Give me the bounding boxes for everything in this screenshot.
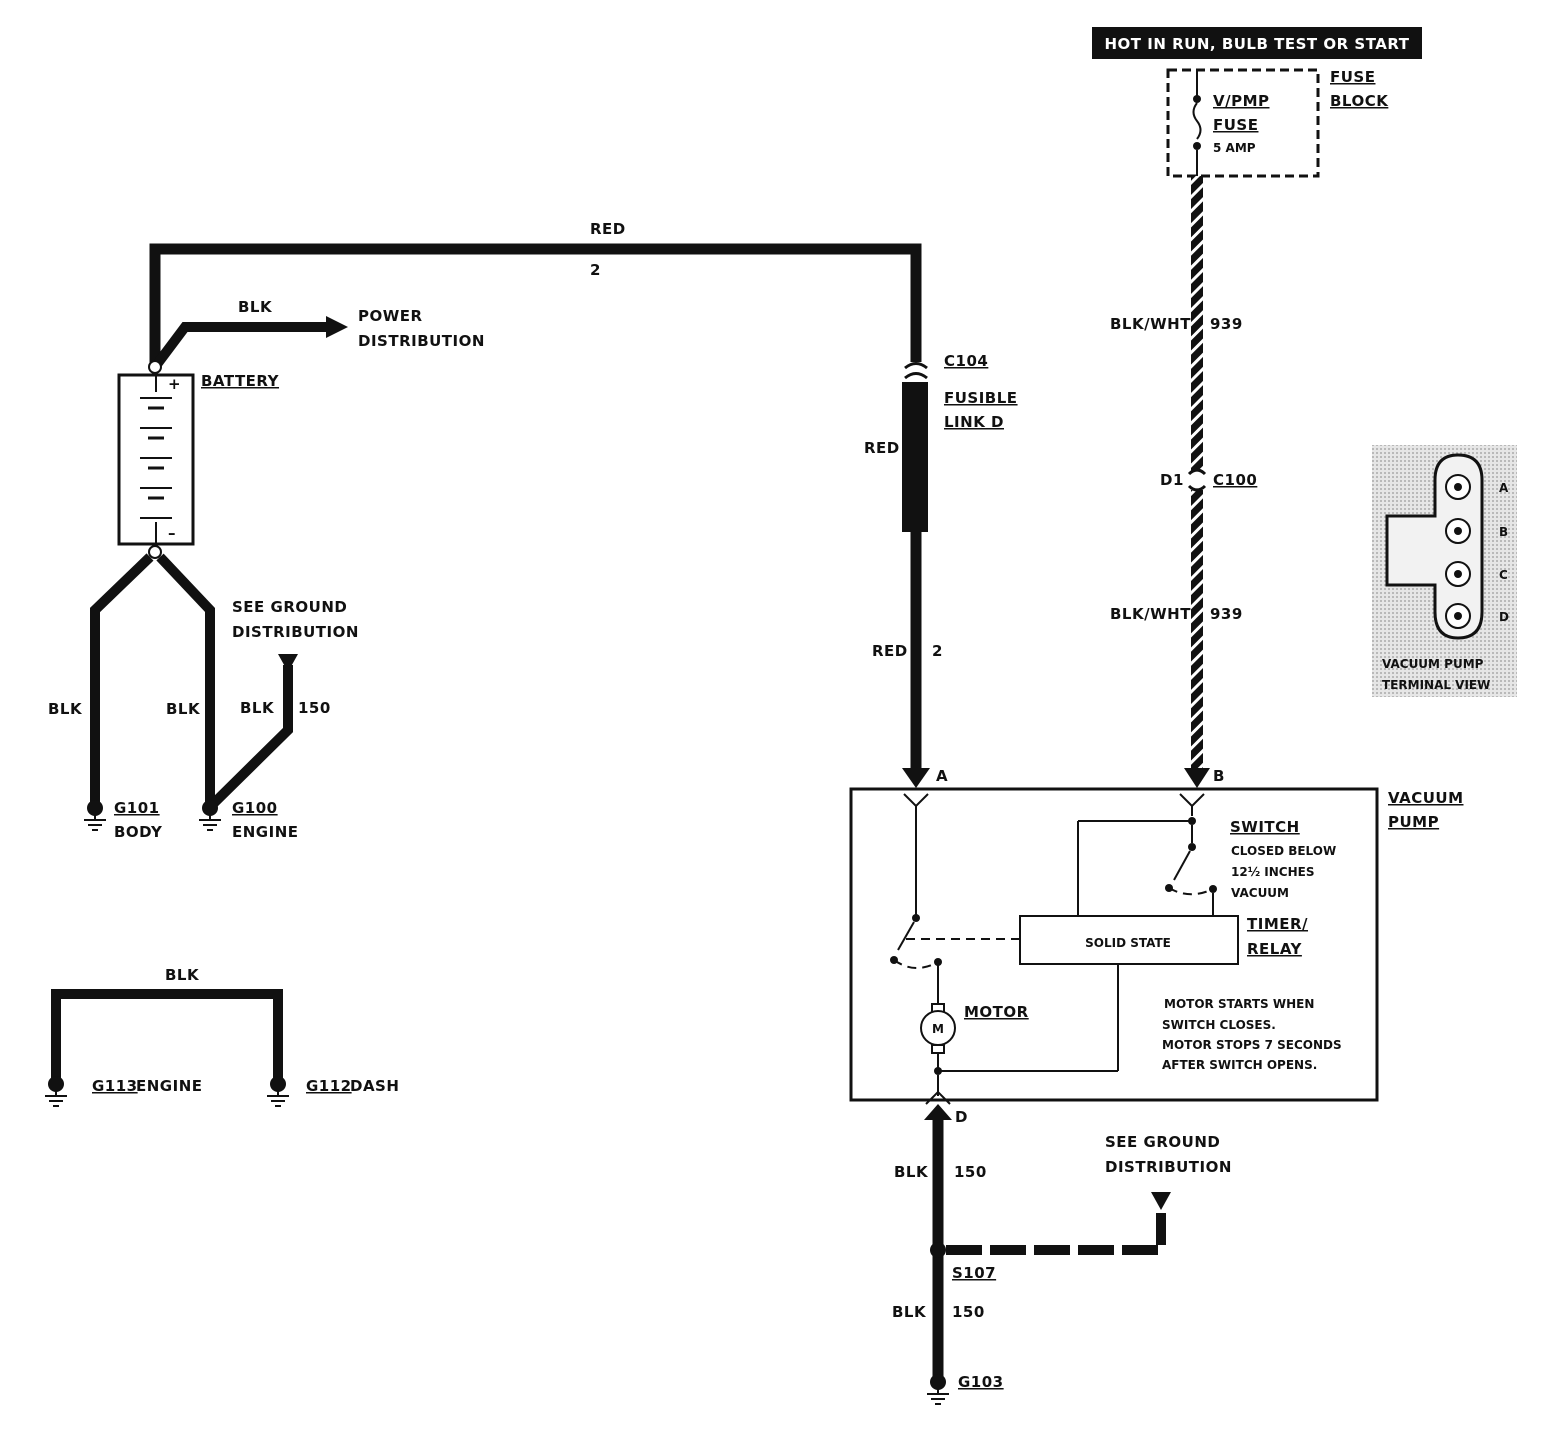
ground-wire2-color: BLK bbox=[166, 700, 201, 718]
motor-icon: M bbox=[920, 1003, 956, 1054]
ground-circuit-150 bbox=[924, 1104, 1171, 1405]
battery bbox=[117, 316, 348, 559]
fuse-block-label-line1: FUSE bbox=[1330, 68, 1375, 86]
ground-circuit-color-lower: BLK bbox=[892, 1303, 927, 1321]
solid-state-timer-box bbox=[1019, 915, 1239, 965]
ground-circuit-number-lower: 150 bbox=[952, 1303, 985, 1321]
fuse-name-line1: V/PMP bbox=[1213, 92, 1270, 110]
feed-wire-connector: C100 bbox=[1213, 471, 1257, 489]
battery-plus: + bbox=[168, 375, 181, 393]
ground-g103-icon bbox=[927, 1374, 949, 1405]
terminal-pin-b: B bbox=[1499, 525, 1508, 539]
ground-strap-color: BLK bbox=[165, 966, 200, 984]
terminal-pin-d: D bbox=[1499, 610, 1509, 624]
fusible-link-line1: FUSIBLE bbox=[944, 389, 1018, 407]
solid-state-label: SOLID STATE bbox=[1085, 936, 1171, 950]
ground-g101-icon bbox=[84, 800, 106, 831]
red-wire-circuit-top: 2 bbox=[590, 261, 601, 279]
timer-relay-line2: RELAY bbox=[1247, 940, 1303, 958]
fuse-block: FUSE BLOCK V/PMP FUSE 5 AMP bbox=[1166, 68, 1389, 178]
see-ground-right-arrow-icon bbox=[1151, 1192, 1171, 1210]
hot-in-run-banner: HOT IN RUN, BULB TEST OR START bbox=[1092, 27, 1422, 59]
red-wire-connector: C104 bbox=[944, 352, 988, 370]
splice-s107-label: S107 bbox=[952, 1264, 996, 1282]
switch-desc-line3: VACUUM bbox=[1231, 886, 1289, 900]
red-wire-color-top: RED bbox=[590, 220, 626, 238]
ground-wire3-color: BLK bbox=[240, 699, 275, 717]
ground-circuit-color-upper: BLK bbox=[894, 1163, 929, 1181]
switch-desc-line1: CLOSED BELOW bbox=[1231, 844, 1336, 858]
terminal-pin-c: C bbox=[1499, 568, 1508, 582]
motor-label: MOTOR bbox=[964, 1003, 1029, 1021]
vacuum-pump-pin-d: D bbox=[955, 1108, 968, 1126]
g101-location: BODY bbox=[114, 823, 163, 841]
fuse-block-label-line2: BLOCK bbox=[1330, 92, 1389, 110]
vacuum-pump-label-line2: PUMP bbox=[1388, 813, 1439, 831]
feed-wire-circuit-lower: 939 bbox=[1210, 605, 1243, 623]
splice-s107-dot bbox=[930, 1242, 946, 1258]
ground-wire3-circuit: 150 bbox=[298, 699, 331, 717]
see-ground-left-line2: DISTRIBUTION bbox=[232, 623, 359, 641]
see-ground-arrow-icon bbox=[278, 654, 298, 672]
g103-label: G103 bbox=[958, 1373, 1004, 1391]
red-wire-color-mid: RED bbox=[864, 439, 900, 457]
ground-g112-icon bbox=[267, 1076, 289, 1107]
see-ground-left-line1: SEE GROUND bbox=[232, 598, 347, 616]
battery-out-wire-color: BLK bbox=[238, 298, 273, 316]
feed-wire-color-lower: BLK/WHT bbox=[1110, 605, 1191, 623]
g100-label: G100 bbox=[232, 799, 278, 817]
terminal-pin-a: A bbox=[1499, 481, 1509, 495]
switch-label: SWITCH bbox=[1230, 818, 1300, 836]
g100-location: ENGINE bbox=[232, 823, 299, 841]
motor-note-line2: SWITCH CLOSES. bbox=[1162, 1018, 1276, 1032]
fuse-rating: 5 AMP bbox=[1213, 141, 1256, 155]
ground-wire1-color: BLK bbox=[48, 700, 83, 718]
fuse-icon bbox=[1192, 70, 1202, 176]
feed-wire-939 bbox=[1184, 176, 1210, 788]
motor-note-line3: MOTOR STOPS 7 SECONDS bbox=[1162, 1038, 1342, 1052]
power-distribution-line2: DISTRIBUTION bbox=[358, 332, 485, 350]
terminal-view-caption-line2: TERMINAL VIEW bbox=[1382, 678, 1490, 692]
hot-in-run-label: HOT IN RUN, BULB TEST OR START bbox=[1105, 35, 1410, 53]
switch-desc-line2: 12½ INCHES bbox=[1231, 865, 1315, 879]
terminal-view-caption-line1: VACUUM PUMP bbox=[1382, 657, 1484, 671]
ground-strap bbox=[45, 989, 289, 1107]
motor-note-line4: AFTER SWITCH OPENS. bbox=[1162, 1058, 1317, 1072]
motor-symbol: M bbox=[932, 1022, 944, 1036]
red-wire-2 bbox=[149, 243, 930, 788]
g113-label: G113 bbox=[92, 1077, 138, 1095]
terminal-view bbox=[1372, 445, 1517, 697]
fuse-name-line2: FUSE bbox=[1213, 116, 1258, 134]
ground-g113-icon bbox=[45, 1076, 67, 1107]
g112-location: DASH bbox=[350, 1077, 399, 1095]
feed-wire-pin-d1: D1 bbox=[1160, 471, 1184, 489]
timer-relay-line1: TIMER/ bbox=[1247, 915, 1308, 933]
g101-label: G101 bbox=[114, 799, 160, 817]
feed-wire-color-upper: BLK/WHT bbox=[1110, 315, 1191, 333]
g113-location: ENGINE bbox=[136, 1077, 203, 1095]
battery-label: BATTERY bbox=[201, 372, 280, 390]
fusible-link-line2: LINK D bbox=[944, 413, 1004, 431]
g112-label: G112 bbox=[306, 1077, 352, 1095]
red-wire-circuit-low: 2 bbox=[932, 642, 943, 660]
red-wire-color-low: RED bbox=[872, 642, 908, 660]
ground-g100-icon bbox=[199, 800, 221, 831]
see-ground-right-line2: DISTRIBUTION bbox=[1105, 1158, 1232, 1176]
feed-wire-circuit-upper: 939 bbox=[1210, 315, 1243, 333]
feed-wire-pin-b: B bbox=[1213, 767, 1225, 785]
vacuum-pump-label-line1: VACUUM bbox=[1388, 789, 1464, 807]
fusible-link-d bbox=[902, 382, 928, 532]
ground-circuit-number-upper: 150 bbox=[954, 1163, 987, 1181]
red-wire-pin-a: A bbox=[936, 767, 948, 785]
motor-note-line1: MOTOR STARTS WHEN bbox=[1164, 997, 1314, 1011]
power-distribution-line1: POWER bbox=[358, 307, 423, 325]
vacuum-pump: M SOLID STATE bbox=[849, 787, 1379, 1105]
battery-ground-wires bbox=[90, 553, 298, 809]
battery-minus: – bbox=[168, 524, 176, 542]
see-ground-right-line1: SEE GROUND bbox=[1105, 1133, 1220, 1151]
